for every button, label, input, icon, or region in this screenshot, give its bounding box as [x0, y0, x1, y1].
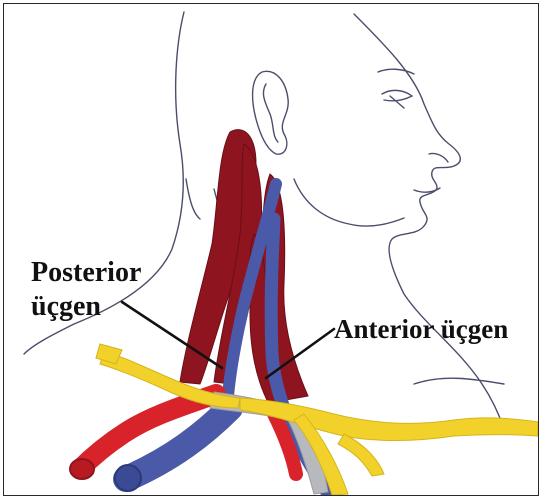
posterior-label-line2: üçgen [31, 293, 141, 321]
muscle-group [180, 130, 308, 406]
anterior-triangle-label: Anterior üçgen [334, 316, 508, 343]
neck-illustration [4, 4, 538, 495]
artery-cut-end [70, 459, 94, 479]
shoulder-right [414, 378, 504, 384]
diagram-frame: Posterior üçgen Anterior üçgen [3, 3, 539, 496]
posterior-triangle-label: Posterior üçgen [31, 259, 141, 327]
ear-inner [263, 84, 278, 142]
jaw-line [294, 179, 404, 226]
eye [382, 90, 412, 108]
chin-lines [186, 179, 218, 219]
face-contour [354, 14, 504, 429]
vein-cut-end [115, 465, 141, 491]
ear-outer [253, 71, 289, 154]
posterior-label-line1: Posterior [31, 259, 141, 287]
eyebrow [378, 69, 414, 74]
nostril [429, 153, 448, 162]
